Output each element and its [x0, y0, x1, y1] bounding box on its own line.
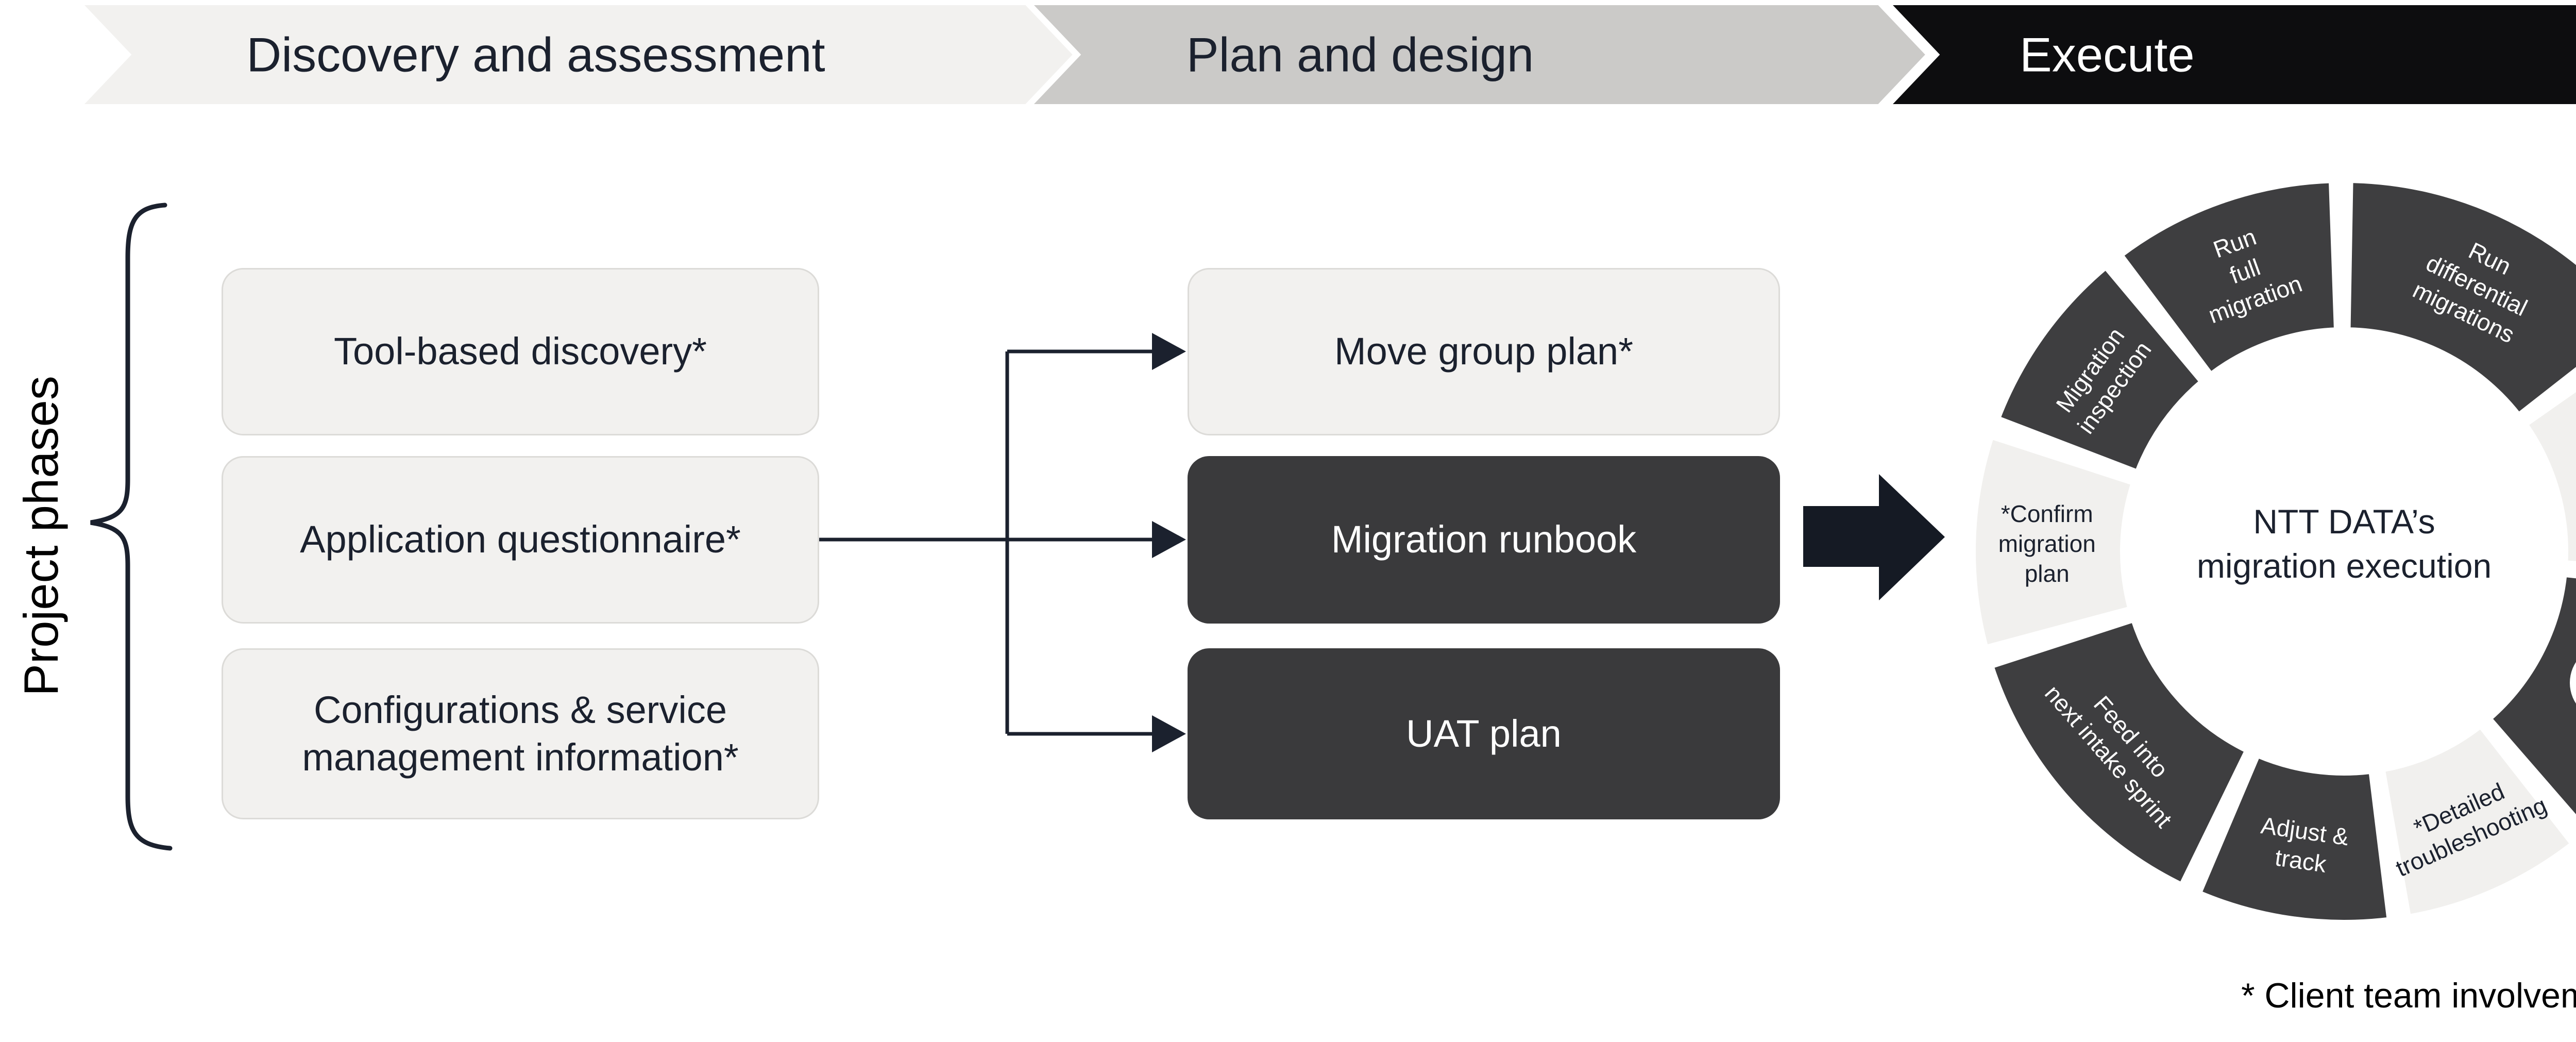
box-move-group-plan: Move group plan* [1188, 268, 1780, 435]
segment-detailed-troubleshooting [2379, 722, 2576, 920]
segment-no-loop-band [2486, 572, 2576, 822]
execution-cycle-ring [1971, 178, 2576, 925]
phase-label-discovery: Discovery and assessment [246, 28, 825, 82]
segment-user-acceptance [2522, 385, 2576, 566]
box-label: Move group plan* [1334, 330, 1634, 373]
segment-label-confirm-migration-plan: *Confirm migration plan [1998, 500, 2096, 587]
box-tool-based-discovery: Tool-based discovery* [222, 268, 819, 435]
cycle-center-title-line2: migration execution [2197, 547, 2492, 585]
connector-arrowhead-uat [1152, 715, 1186, 752]
box-label: Migration runbook [1331, 518, 1637, 561]
svg-text:plan: plan [2025, 560, 2070, 587]
cycle-center-title-line1: NTT DATA’s [2253, 502, 2435, 541]
box-application-questionnaire: Application questionnaire* [222, 456, 819, 624]
connector-arrowhead-move-group [1152, 333, 1186, 370]
segment-run-full-migration [2117, 178, 2340, 378]
box-uat-plan: UAT plan [1188, 648, 1780, 819]
segment-confirm-migration-plan [1971, 433, 2137, 651]
phase-chevron-execute [1878, 0, 2576, 110]
runbook-to-execution-arrow [1803, 474, 1945, 600]
project-phases-brace [90, 203, 173, 851]
segment-feed-into-next-intake-sprint [1988, 616, 2251, 888]
box-migration-runbook: Migration runbook [1188, 456, 1780, 624]
box-label: Configurations & service management info… [302, 688, 739, 779]
segment-adjust-track [2196, 752, 2393, 925]
box-label: Application questionnaire* [300, 518, 741, 561]
svg-text:*Confirm: *Confirm [2001, 500, 2093, 527]
phase-label-execute: Execute [2020, 28, 2195, 82]
box-label: UAT plan [1406, 712, 1562, 755]
project-phases-label: Project phases [14, 376, 68, 696]
footnote: * Client team involvement necessary [2241, 976, 2576, 1015]
phase-chevron-discovery [70, 0, 1081, 110]
phase-label-plan-design: Plan and design [1187, 28, 1534, 82]
box-configurations-service-mgmt: Configurations & service management info… [222, 648, 819, 819]
segment-run-differential-migrations [2345, 178, 2576, 419]
connector-arrowhead-runbook [1152, 521, 1186, 558]
segment-migration-inspection [1994, 263, 2206, 476]
decision-badge-no: NO [2570, 662, 2576, 704]
execution-cycle-ring-overlay [2522, 385, 2576, 566]
connector-lines [819, 349, 1152, 736]
svg-text:migration: migration [1998, 530, 2096, 557]
box-label: Tool-based discovery* [334, 330, 707, 373]
